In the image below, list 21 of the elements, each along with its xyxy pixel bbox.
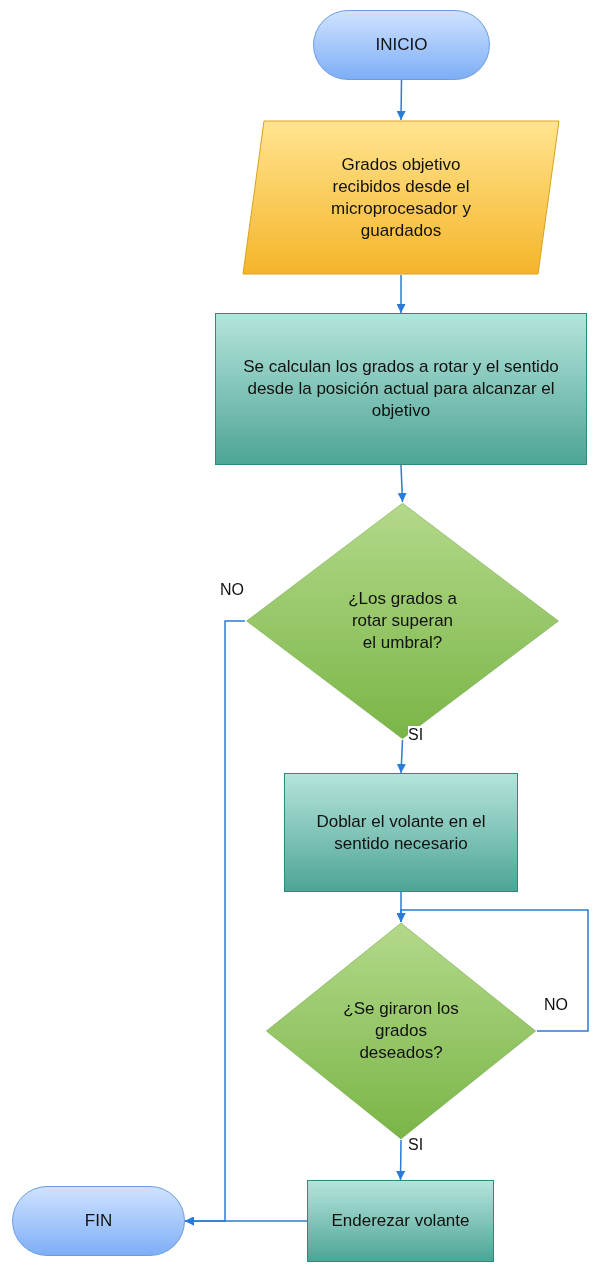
process-box (284, 773, 518, 892)
connector-arrow (184, 1216, 308, 1226)
connector-arrow (396, 739, 406, 774)
decision-diamond (265, 922, 537, 1140)
node-text: Se calculan los grados a rotar y el sentido desde la posición actual para alcanzar el objetivo (242, 356, 560, 422)
node-text: Enderezar volante (330, 1210, 471, 1232)
node-text: ¿Los grados a rotar superan el umbral? (347, 588, 458, 654)
connector-arrow (396, 79, 406, 121)
node-text: ¿Se giraron los grados deseados? (342, 998, 460, 1064)
process-box (307, 1180, 494, 1262)
decision-diamond (245, 502, 560, 740)
node-text: FIN (83, 1210, 114, 1232)
connector-arrow (396, 1139, 406, 1181)
process-box (215, 313, 587, 465)
node-text: Grados objetivo recibidos desde el microprocesador y guardados (330, 153, 472, 242)
input-parallelogram (242, 120, 560, 275)
connector-arrow (397, 464, 407, 503)
node-text: INICIO (374, 34, 429, 56)
node-text: Doblar el volante en el sentido necesario (315, 810, 487, 855)
connector-arrow (396, 274, 406, 314)
connector-arrow (396, 909, 589, 1032)
